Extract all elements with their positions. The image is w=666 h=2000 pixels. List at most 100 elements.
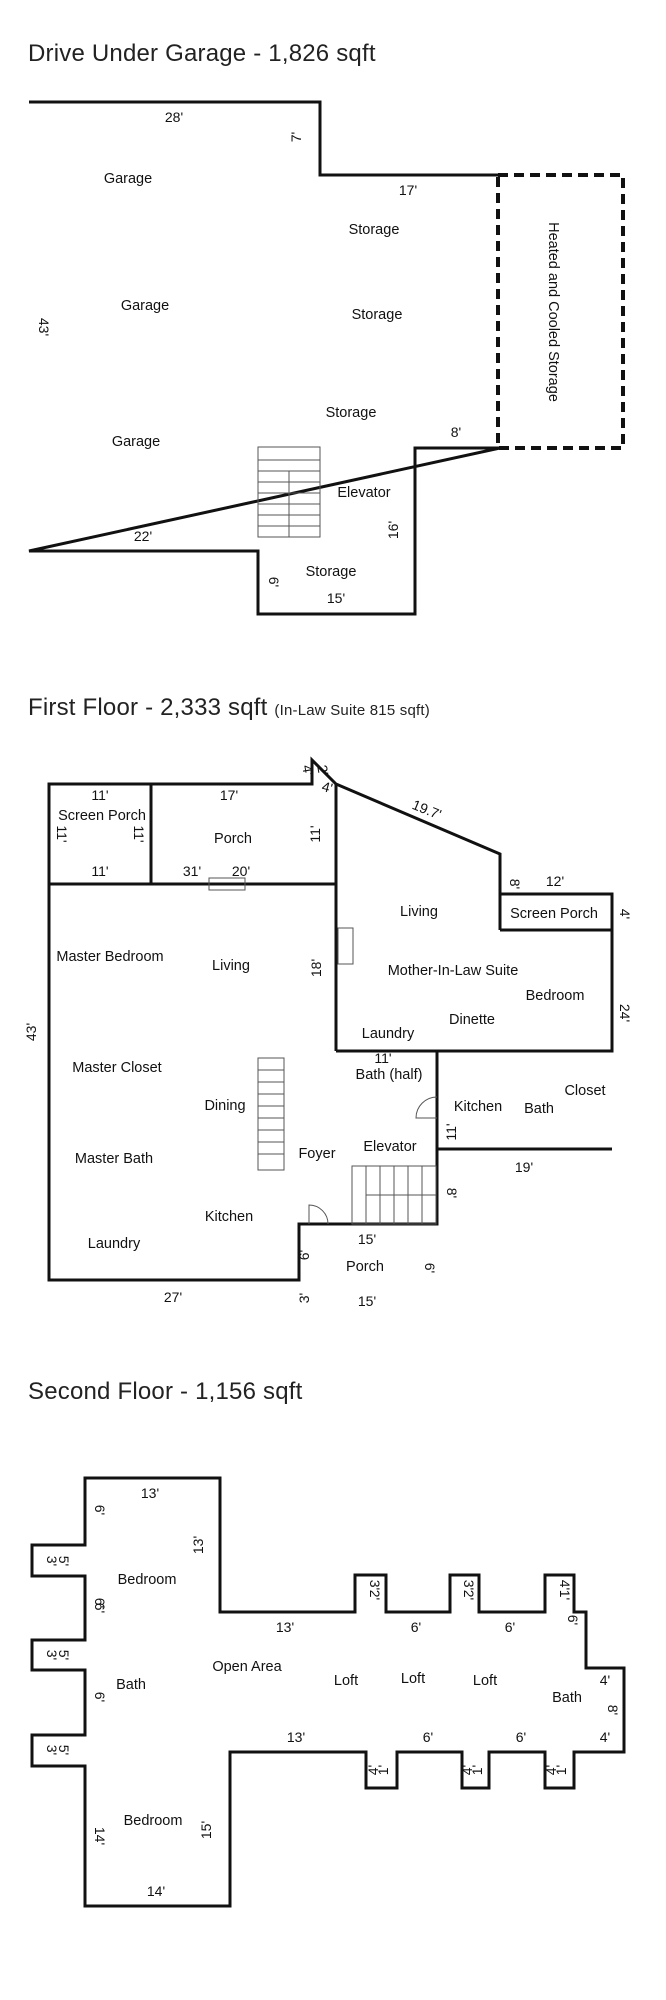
dimension-label: 6' (505, 1619, 515, 1635)
dimension-label: 8' (451, 424, 461, 440)
dimension-label: 14' (92, 1827, 108, 1845)
room-label: Open Area (212, 1659, 282, 1675)
dimension-label: 4' (299, 764, 317, 777)
dimension-label: 6' (516, 1729, 526, 1745)
dimension-label: 4' (600, 1729, 610, 1745)
room-label: Bedroom (526, 988, 585, 1004)
room-label: Mother-In-Law Suite (388, 963, 519, 979)
room-label: Laundry (362, 1026, 415, 1042)
dimension-label: 13' (287, 1729, 305, 1745)
room-label: Screen Porch (58, 808, 146, 824)
room-label: Elevator (337, 485, 390, 501)
dimension-label: 6' (296, 1250, 312, 1260)
drive-under-title: Drive Under Garage - 1,826 sqft (28, 40, 376, 67)
room-label: Bedroom (118, 1572, 177, 1588)
dimension-label: 5' (56, 1650, 72, 1660)
dimension-label: 28' (165, 109, 183, 125)
room-label: Bath (524, 1101, 554, 1117)
dimension-label: 2' (367, 1590, 383, 1600)
dimension-label: 43' (36, 318, 52, 336)
dimension-label: 12' (546, 873, 564, 889)
second-floor-title: Second Floor - 1,156 sqft (28, 1378, 303, 1405)
dimension-label: 11' (91, 787, 108, 803)
second-floor-walls (30, 1476, 626, 1908)
dimension-label: 15' (198, 1821, 214, 1839)
dimension-label: 1' (375, 1765, 391, 1775)
dimension-label: 6' (422, 1263, 438, 1273)
first-floor-walls (47, 756, 614, 1282)
room-label: Kitchen (454, 1099, 502, 1115)
dimension-label: 3' (461, 1580, 477, 1590)
dimension-label: 6' (92, 1603, 108, 1613)
room-label: Master Bath (75, 1151, 153, 1167)
room-label: Heated and Cooled Storage (545, 222, 561, 402)
dimension-label: 5' (56, 1556, 72, 1566)
heated-storage-outline (496, 173, 625, 450)
dimension-label: 8' (444, 1188, 460, 1198)
dimension-label: 3' (44, 1745, 60, 1755)
dimension-label: 27' (164, 1289, 182, 1305)
stair-treads (365, 1166, 436, 1224)
door-swing (308, 1204, 329, 1225)
dimension-label: 4' (320, 778, 334, 796)
room-label: Bath (half) (356, 1067, 423, 1083)
dimension-label: 18' (308, 959, 324, 977)
dimension-label: 4' (543, 1765, 559, 1775)
dimension-label: 2' (314, 764, 332, 777)
dimension-label: 6' (92, 1692, 108, 1702)
room-label: Living (400, 904, 438, 920)
door-swing (415, 1096, 438, 1119)
dimension-label: 6' (423, 1729, 433, 1745)
room-label: Garage (112, 434, 160, 450)
dimension-label: 17' (220, 787, 238, 803)
room-label: Bath (552, 1690, 582, 1706)
dimension-label: 20' (232, 863, 250, 879)
dimension-label: 7' (288, 132, 304, 142)
first-floor-title-text: First Floor - 2,333 sqft (28, 694, 268, 721)
dimension-label: 8' (605, 1705, 621, 1715)
dimension-label: 11' (374, 1050, 391, 1066)
room-label: Kitchen (205, 1209, 253, 1225)
room-label: Elevator (363, 1139, 416, 1155)
dimension-label: 11' (131, 825, 147, 842)
dimension-label: 22' (134, 528, 152, 544)
room-label: Storage (349, 222, 400, 238)
room-label: Storage (306, 564, 357, 580)
dimension-label: 1' (553, 1765, 569, 1775)
stairs (257, 1057, 285, 1171)
room-label: Garage (104, 171, 152, 187)
room-label: Living (212, 958, 250, 974)
room-label: Storage (352, 307, 403, 323)
dimension-label: 4' (365, 1765, 381, 1775)
dimension-label: 3' (367, 1580, 383, 1590)
room-label: Bath (116, 1677, 146, 1693)
dimension-label: 5' (56, 1745, 72, 1755)
fireplace (337, 927, 354, 965)
room-label: Loft (401, 1671, 425, 1687)
dimension-label: 15' (358, 1293, 376, 1309)
dimension-label: 2' (461, 1590, 477, 1600)
dimension-label: 1' (557, 1590, 573, 1600)
dimension-label: 6' (411, 1619, 421, 1635)
dimension-label: 4' (617, 909, 633, 919)
dimension-label: 4' (600, 1672, 610, 1688)
room-label: Bedroom (124, 1813, 183, 1829)
stair-treads (258, 459, 320, 537)
dimension-label: 19' (515, 1159, 533, 1175)
dimension-label: 3' (44, 1556, 60, 1566)
dimension-label: 15' (327, 590, 345, 606)
in-law-suite-subtitle: (In-Law Suite 815 sqft) (274, 702, 430, 719)
dimension-label: 4' (459, 1765, 475, 1775)
dimension-label: 6' (266, 577, 282, 587)
drive-under-walls (28, 100, 501, 616)
dimension-label: 8' (507, 879, 523, 889)
room-label: Loft (334, 1673, 358, 1689)
room-label: Garage (121, 298, 169, 314)
room-label: Dinette (449, 1012, 495, 1028)
dimension-label: 11' (54, 825, 70, 842)
dimension-label: 6' (565, 1615, 581, 1625)
dimension-label: 3' (44, 1650, 60, 1660)
room-label: Master Bedroom (56, 949, 163, 965)
dimension-label: 11' (307, 825, 323, 842)
